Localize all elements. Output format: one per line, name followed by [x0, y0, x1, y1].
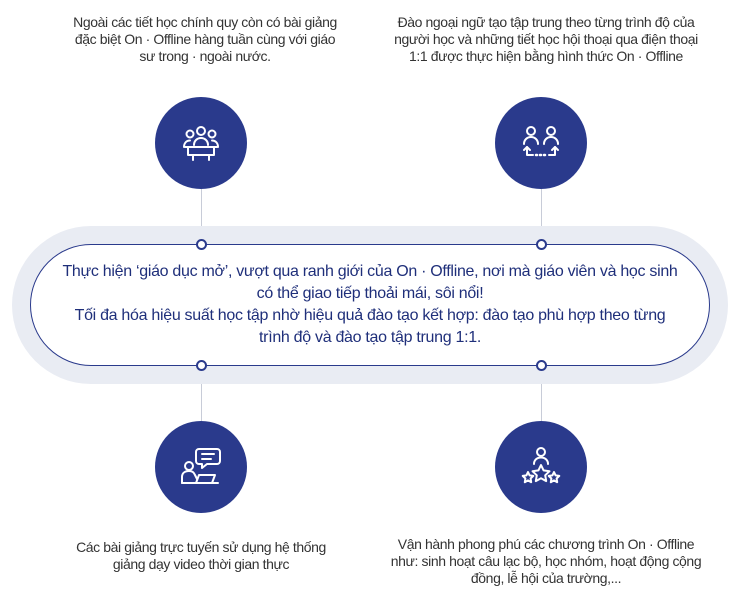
- dot-bottom-left: [196, 360, 207, 371]
- bottom-left-description: Các bài giảng trực tuyến sử dụng hệ thốn…: [76, 539, 326, 572]
- bottom-left-circle: [155, 421, 247, 513]
- bottom-right-description: Vận hành phong phú các chương trình On ·…: [390, 536, 702, 586]
- dot-top-left: [196, 239, 207, 250]
- center-pill: Thực hiện ‘giáo dục mở’, vượt qua ranh g…: [30, 244, 710, 366]
- dot-top-right: [536, 239, 547, 250]
- connector-bottom-left: [201, 365, 202, 421]
- top-right-circle: [495, 97, 587, 189]
- top-left-circle: [155, 97, 247, 189]
- dot-bottom-right: [536, 360, 547, 371]
- connector-top-left: [201, 189, 202, 243]
- top-left-description: Ngoài các tiết học chính quy còn có bài …: [73, 14, 337, 64]
- conversation-exchange-icon: [523, 126, 559, 157]
- stars-activity-icon: [521, 447, 561, 484]
- meeting-group-icon: [183, 126, 219, 161]
- connector-top-right: [541, 189, 542, 243]
- top-right-description: Đào ngoại ngữ tạo tập trung theo từng tr…: [394, 14, 698, 64]
- center-statement-2: Tối đa hóa hiệu suất học tập nhờ hiệu qu…: [74, 307, 666, 346]
- online-lecture-icon: [181, 448, 221, 484]
- connector-bottom-right: [541, 365, 542, 421]
- center-statement-1: Thực hiện ‘giáo dục mở’, vượt qua ranh g…: [62, 263, 678, 302]
- bottom-right-circle: [495, 421, 587, 513]
